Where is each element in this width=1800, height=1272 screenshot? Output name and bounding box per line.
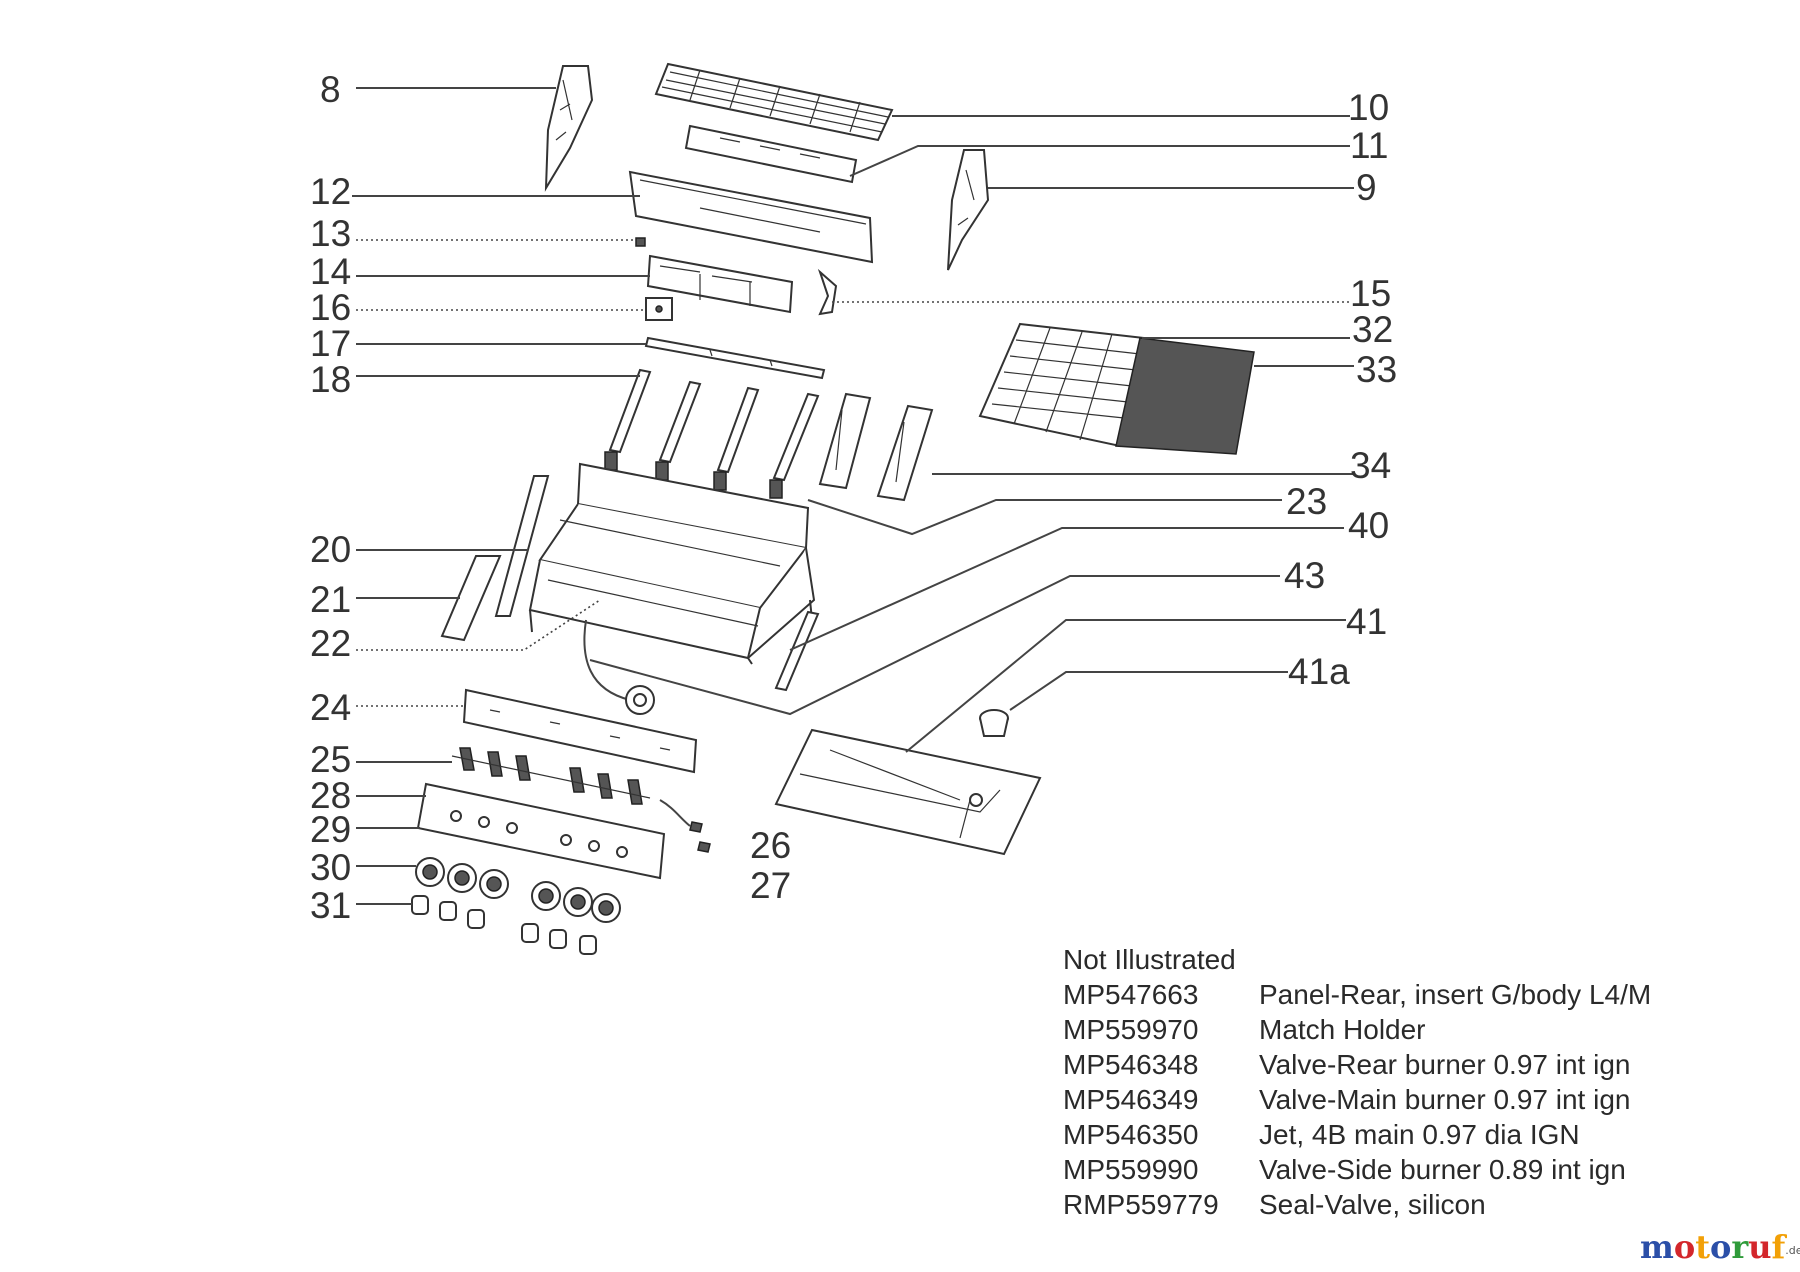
logo-letter: o (1709, 1228, 1732, 1266)
callout-12: 12 (310, 171, 351, 212)
part-code: MP546350 (1063, 1119, 1199, 1150)
part-34-flame-tamers (818, 392, 934, 502)
part-description: Seal-Valve, silicon (1259, 1189, 1486, 1220)
part-description: Panel-Rear, insert G/body L4/M (1259, 979, 1652, 1010)
callout-41: 41 (1346, 601, 1387, 642)
not-illustrated-parts-list: Not Illustrated MP547663 Panel-Rear, ins… (1063, 942, 1763, 1222)
part-28-29-control-panel (416, 782, 666, 880)
callout-14: 14 (310, 251, 351, 292)
logo-letter: o (1673, 1228, 1696, 1266)
callout-11: 11 (1350, 125, 1388, 166)
callout-16: 16 (310, 287, 351, 328)
part-code: MP559970 (1063, 1014, 1199, 1045)
part-24-manifold (462, 688, 698, 774)
callout-17: 17 (310, 323, 351, 364)
part-40-electrode-bar (774, 610, 820, 692)
logo-letter: t (1695, 1228, 1710, 1266)
part-firebox (528, 462, 816, 665)
callout-27: 27 (750, 865, 791, 906)
callout-labels: 8 10 11 12 9 13 14 15 16 32 17 33 18 34 … (310, 69, 1397, 926)
part-code: MP546349 (1063, 1084, 1199, 1115)
parts-list-item: RMP559779 Seal-Valve, silicon (1063, 1187, 1763, 1222)
part-31-knobs (411, 895, 597, 955)
part-8-side-bracket (544, 65, 594, 192)
part-32-33-cooking-grates (978, 322, 1255, 455)
callout-18: 18 (310, 359, 351, 400)
part-41-grease-tray (774, 728, 1042, 856)
logo-letter: m (1640, 1228, 1674, 1266)
part-11-heat-shield (684, 124, 858, 184)
part-12-rear-panel (628, 170, 874, 264)
part-drawings (411, 62, 1255, 955)
part-16-small-panel (645, 297, 673, 321)
parts-list-item: MP559990 Valve-Side burner 0.89 int ign (1063, 1152, 1763, 1187)
parts-list-item: MP559970 Match Holder (1063, 1012, 1763, 1047)
logo-letter: f (1771, 1228, 1786, 1266)
callout-13: 13 (310, 213, 351, 254)
part-description: Match Holder (1259, 1014, 1426, 1045)
callout-15: 15 (1350, 273, 1391, 314)
callout-32: 32 (1352, 309, 1393, 350)
callout-43: 43 (1284, 555, 1325, 596)
parts-list-item: MP547663 Panel-Rear, insert G/body L4/M (1063, 977, 1763, 1012)
part-code: MP546348 (1063, 1049, 1199, 1080)
callout-31: 31 (310, 885, 351, 926)
part-code: RMP559779 (1063, 1189, 1219, 1220)
part-description: Valve-Rear burner 0.97 int ign (1259, 1049, 1631, 1080)
motoruf-logo: motoruf.de (1640, 1228, 1800, 1266)
callout-30: 30 (310, 847, 351, 888)
part-15-clip (817, 268, 838, 316)
part-description: Valve-Side burner 0.89 int ign (1259, 1154, 1626, 1185)
parts-list-item: MP546349 Valve-Main burner 0.97 int ign (1063, 1082, 1763, 1117)
part-description: Jet, 4B main 0.97 dia IGN (1259, 1119, 1580, 1150)
part-18-burner-tubes (604, 368, 820, 499)
not-illustrated-title: Not Illustrated (1063, 944, 1236, 975)
callout-26: 26 (750, 825, 791, 866)
callout-23: 23 (1286, 481, 1327, 522)
callout-24: 24 (310, 687, 351, 728)
callout-34: 34 (1350, 445, 1391, 486)
callout-8: 8 (320, 69, 341, 110)
part-9-side-bracket (947, 149, 990, 271)
callout-33: 33 (1356, 349, 1397, 390)
part-code: MP559990 (1063, 1154, 1199, 1185)
part-41a-grease-cup (979, 709, 1009, 737)
logo-letter: r (1731, 1228, 1749, 1266)
part-10-warming-rack (654, 62, 894, 142)
part-26-27-fittings (659, 799, 711, 853)
callout-9: 9 (1356, 167, 1377, 208)
callout-28: 28 (310, 775, 351, 816)
part-17-rail (644, 336, 826, 380)
callout-21: 21 (310, 579, 351, 620)
logo-tld: .de (1785, 1244, 1800, 1257)
leader-lines (352, 87, 1354, 905)
callout-20: 20 (310, 529, 351, 570)
callout-10: 10 (1348, 87, 1389, 128)
callout-29: 29 (310, 809, 351, 850)
part-13-screw (635, 237, 646, 247)
part-code: MP547663 (1063, 979, 1199, 1010)
callout-22: 22 (310, 623, 351, 664)
callout-25: 25 (310, 739, 351, 780)
part-22-hose-regulator (583, 619, 655, 715)
part-description: Valve-Main burner 0.97 int ign (1259, 1084, 1631, 1115)
logo-letter: u (1748, 1228, 1772, 1266)
part-20-21-side-rails (440, 475, 550, 642)
parts-list-item: MP546350 Jet, 4B main 0.97 dia IGN (1063, 1117, 1763, 1152)
parts-list-item: MP546348 Valve-Rear burner 0.97 int ign (1063, 1047, 1763, 1082)
callout-41a: 41a (1288, 651, 1350, 692)
callout-40: 40 (1348, 505, 1389, 546)
part-30-bezels (415, 857, 621, 923)
part-25-valves (451, 747, 651, 805)
